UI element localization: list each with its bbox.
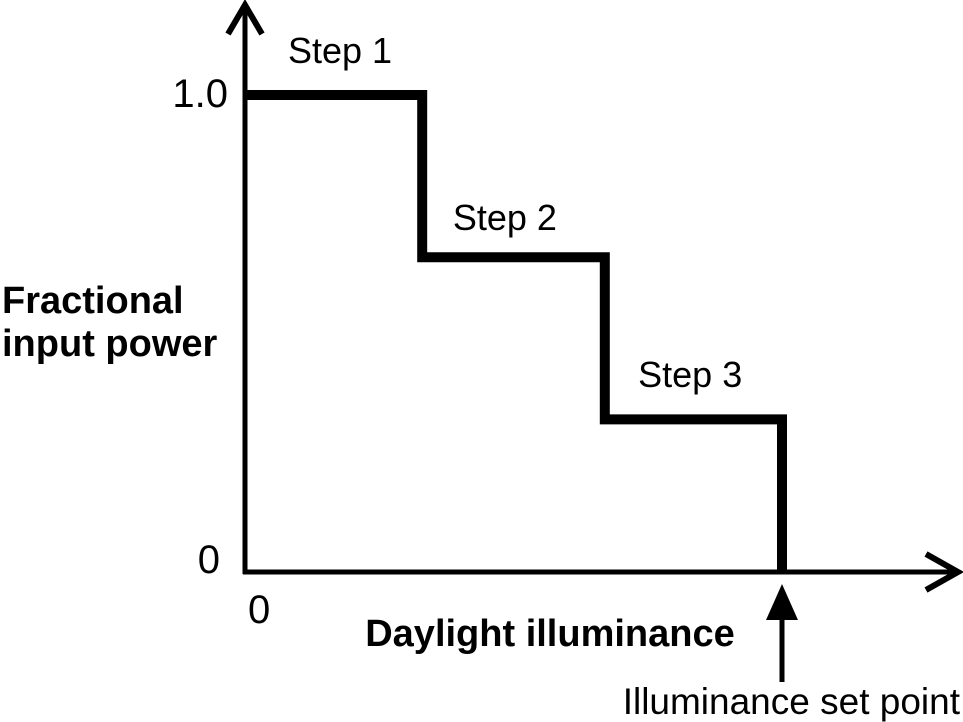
y-axis-arrowhead-icon — [225, 0, 265, 36]
set-point-up-arrowhead-icon — [766, 584, 798, 620]
step-line — [245, 90, 787, 572]
y-axis-title-line2: input power — [2, 323, 218, 365]
y-tick-label-0: 0 — [198, 538, 220, 582]
axes — [225, 0, 963, 593]
step-label: Step 3 — [638, 354, 742, 395]
set-point-label: Illuminance set point — [623, 681, 961, 722]
x-tick-label-0: 0 — [248, 588, 270, 632]
y-tick-label-1: 1.0 — [172, 72, 228, 116]
y-axis-title-line1: Fractional — [2, 280, 184, 322]
x-axis-title: Daylight illuminance — [365, 613, 735, 655]
set-point-marker: Illuminance set point — [623, 584, 961, 722]
x-axis-arrowhead-icon — [924, 551, 963, 593]
step-label: Step 1 — [288, 30, 392, 71]
y-axis-title: Fractional input power — [2, 280, 218, 365]
step-label: Step 2 — [453, 197, 557, 238]
